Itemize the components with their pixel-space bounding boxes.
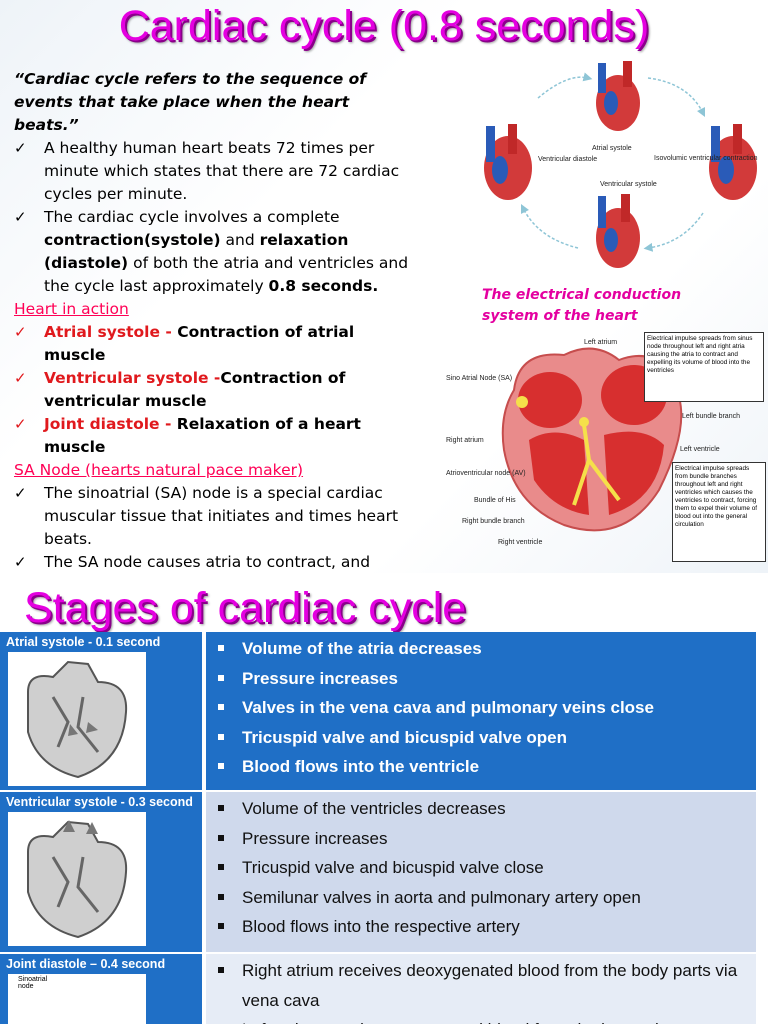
list-item: Tricuspid valve and bicuspid valve close [218, 853, 756, 883]
label-left-ventricle: Left ventricle [680, 446, 720, 453]
table-row: Ventricular systole - 0.3 second Volume … [0, 792, 756, 952]
heading-sa-node: SA Node (hearts natural pace maker) [14, 461, 304, 479]
stage-label: Atrial systole - 0.1 second [6, 635, 161, 649]
check-icon: ✓ [14, 553, 27, 571]
slide-title: Cardiac cycle (0.8 seconds) [118, 2, 650, 50]
label-av-node: Atrioventricular node (AV) [446, 470, 526, 477]
label-right-ventricle: Right ventricle [498, 539, 542, 546]
list-item: Pressure increases [218, 824, 756, 854]
label-sa-node: Sino Atrial Node (SA) [446, 375, 512, 382]
conduction-caption: The electrical conduction system of the … [482, 287, 682, 324]
check-icon: ✓ [14, 415, 27, 433]
bullet-sa-node-2: ✓ The SA node causes atria to contract, … [14, 551, 409, 573]
stage-label: Ventricular systole - 0.3 second [6, 795, 193, 809]
list-item: Left atrium receives oxygenated blood fr… [242, 1015, 756, 1024]
action-joint-diastole: ✓ Joint diastole - Relaxation of a heart… [14, 415, 361, 456]
definition-quote: “Cardiac cycle refers to the sequence of… [14, 70, 367, 134]
cardiac-cycle-diagram: Atrial systole Ventricular diastole Isov… [484, 61, 758, 268]
label-bundle-his: Bundle of His [474, 497, 516, 504]
check-icon: ✓ [14, 484, 27, 502]
label-ventricular-systole: Ventricular systole [600, 181, 657, 188]
bullet-heart-rate: ✓ A healthy human heart beats 72 times p… [14, 139, 400, 203]
sinoatrial-node-label: Sinoatrial node [18, 976, 48, 990]
label-atrial-systole: Atrial systole [592, 145, 632, 152]
bullet-sa-node-1: ✓ The sinoatrial (SA) node is a special … [14, 484, 399, 548]
list-item: Right atrium receives deoxygenated blood… [218, 956, 756, 1015]
stage-label: Joint diastole – 0.4 second [6, 957, 166, 971]
heart-diagram-icon: Sinoatrial node [8, 974, 146, 1024]
check-icon: ✓ [14, 208, 27, 226]
label-left-bundle: Left bundle branch [682, 413, 740, 420]
slide-cardiac-cycle: Cardiac cycle (0.8 seconds) “Cardiac cyc… [0, 0, 768, 573]
heart-diagram-icon [8, 812, 146, 946]
slide-stages: Stages of cardiac cycle Atrial systole -… [0, 576, 768, 1024]
list-item: Semilunar valves in aorta and pulmonary … [218, 883, 756, 913]
list-item: Volume of the atria decreases [218, 634, 756, 664]
action-ventricular-systole: ✓ Ventricular systole -Contraction of ve… [14, 369, 346, 410]
action-atrial-systole: ✓ Atrial systole - Contraction of atrial… [14, 323, 355, 364]
conduction-system-diagram: Left atrium Sino Atrial Node (SA) Right … [446, 332, 766, 562]
table-row: Atrial systole - 0.1 second Volume of th… [0, 632, 756, 790]
check-icon: ✓ [14, 323, 27, 341]
label-isovolumic: Isovolumic ventricular contraction [654, 155, 758, 162]
text-column: “Cardiac cycle refers to the sequence of… [14, 68, 409, 573]
bullet-cycle-phases: ✓ The cardiac cycle involves a complete … [14, 208, 409, 295]
list-item: Pressure increases [218, 664, 756, 694]
label-ventricular-diastole: Ventricular diastole [538, 156, 597, 163]
list-item: Volume of the ventricles decreases [218, 794, 756, 824]
label-right-atrium: Right atrium [446, 437, 484, 444]
slide-title: Stages of cardiac cycle [24, 584, 467, 632]
table-row: Joint diastole – 0.4 second Sinoatrial n… [0, 954, 756, 1024]
heart-bottom-icon [596, 194, 640, 268]
heart-right-icon [709, 124, 757, 200]
heart-left-icon [484, 124, 532, 200]
note-ventricle-impulse: Electrical impulse spreads from bundle b… [672, 462, 766, 562]
list-item: Blood flows into the ventricle [218, 752, 756, 782]
check-icon: ✓ [14, 139, 27, 157]
heart-diagram-icon [8, 652, 146, 786]
list-item: Valves in the vena cava and pulmonary ve… [218, 693, 756, 723]
heading-heart-in-action: Heart in action [14, 300, 129, 318]
note-atria-impulse: Electrical impulse spreads from sinus no… [644, 332, 764, 402]
label-right-bundle: Right bundle branch [462, 518, 525, 525]
list-item: Blood flows into the respective artery [218, 912, 756, 942]
heart-top-icon [596, 61, 640, 131]
check-icon: ✓ [14, 369, 27, 387]
list-item: Tricuspid valve and bicuspid valve open [218, 723, 756, 753]
label-left-atrium: Left atrium [584, 339, 617, 346]
